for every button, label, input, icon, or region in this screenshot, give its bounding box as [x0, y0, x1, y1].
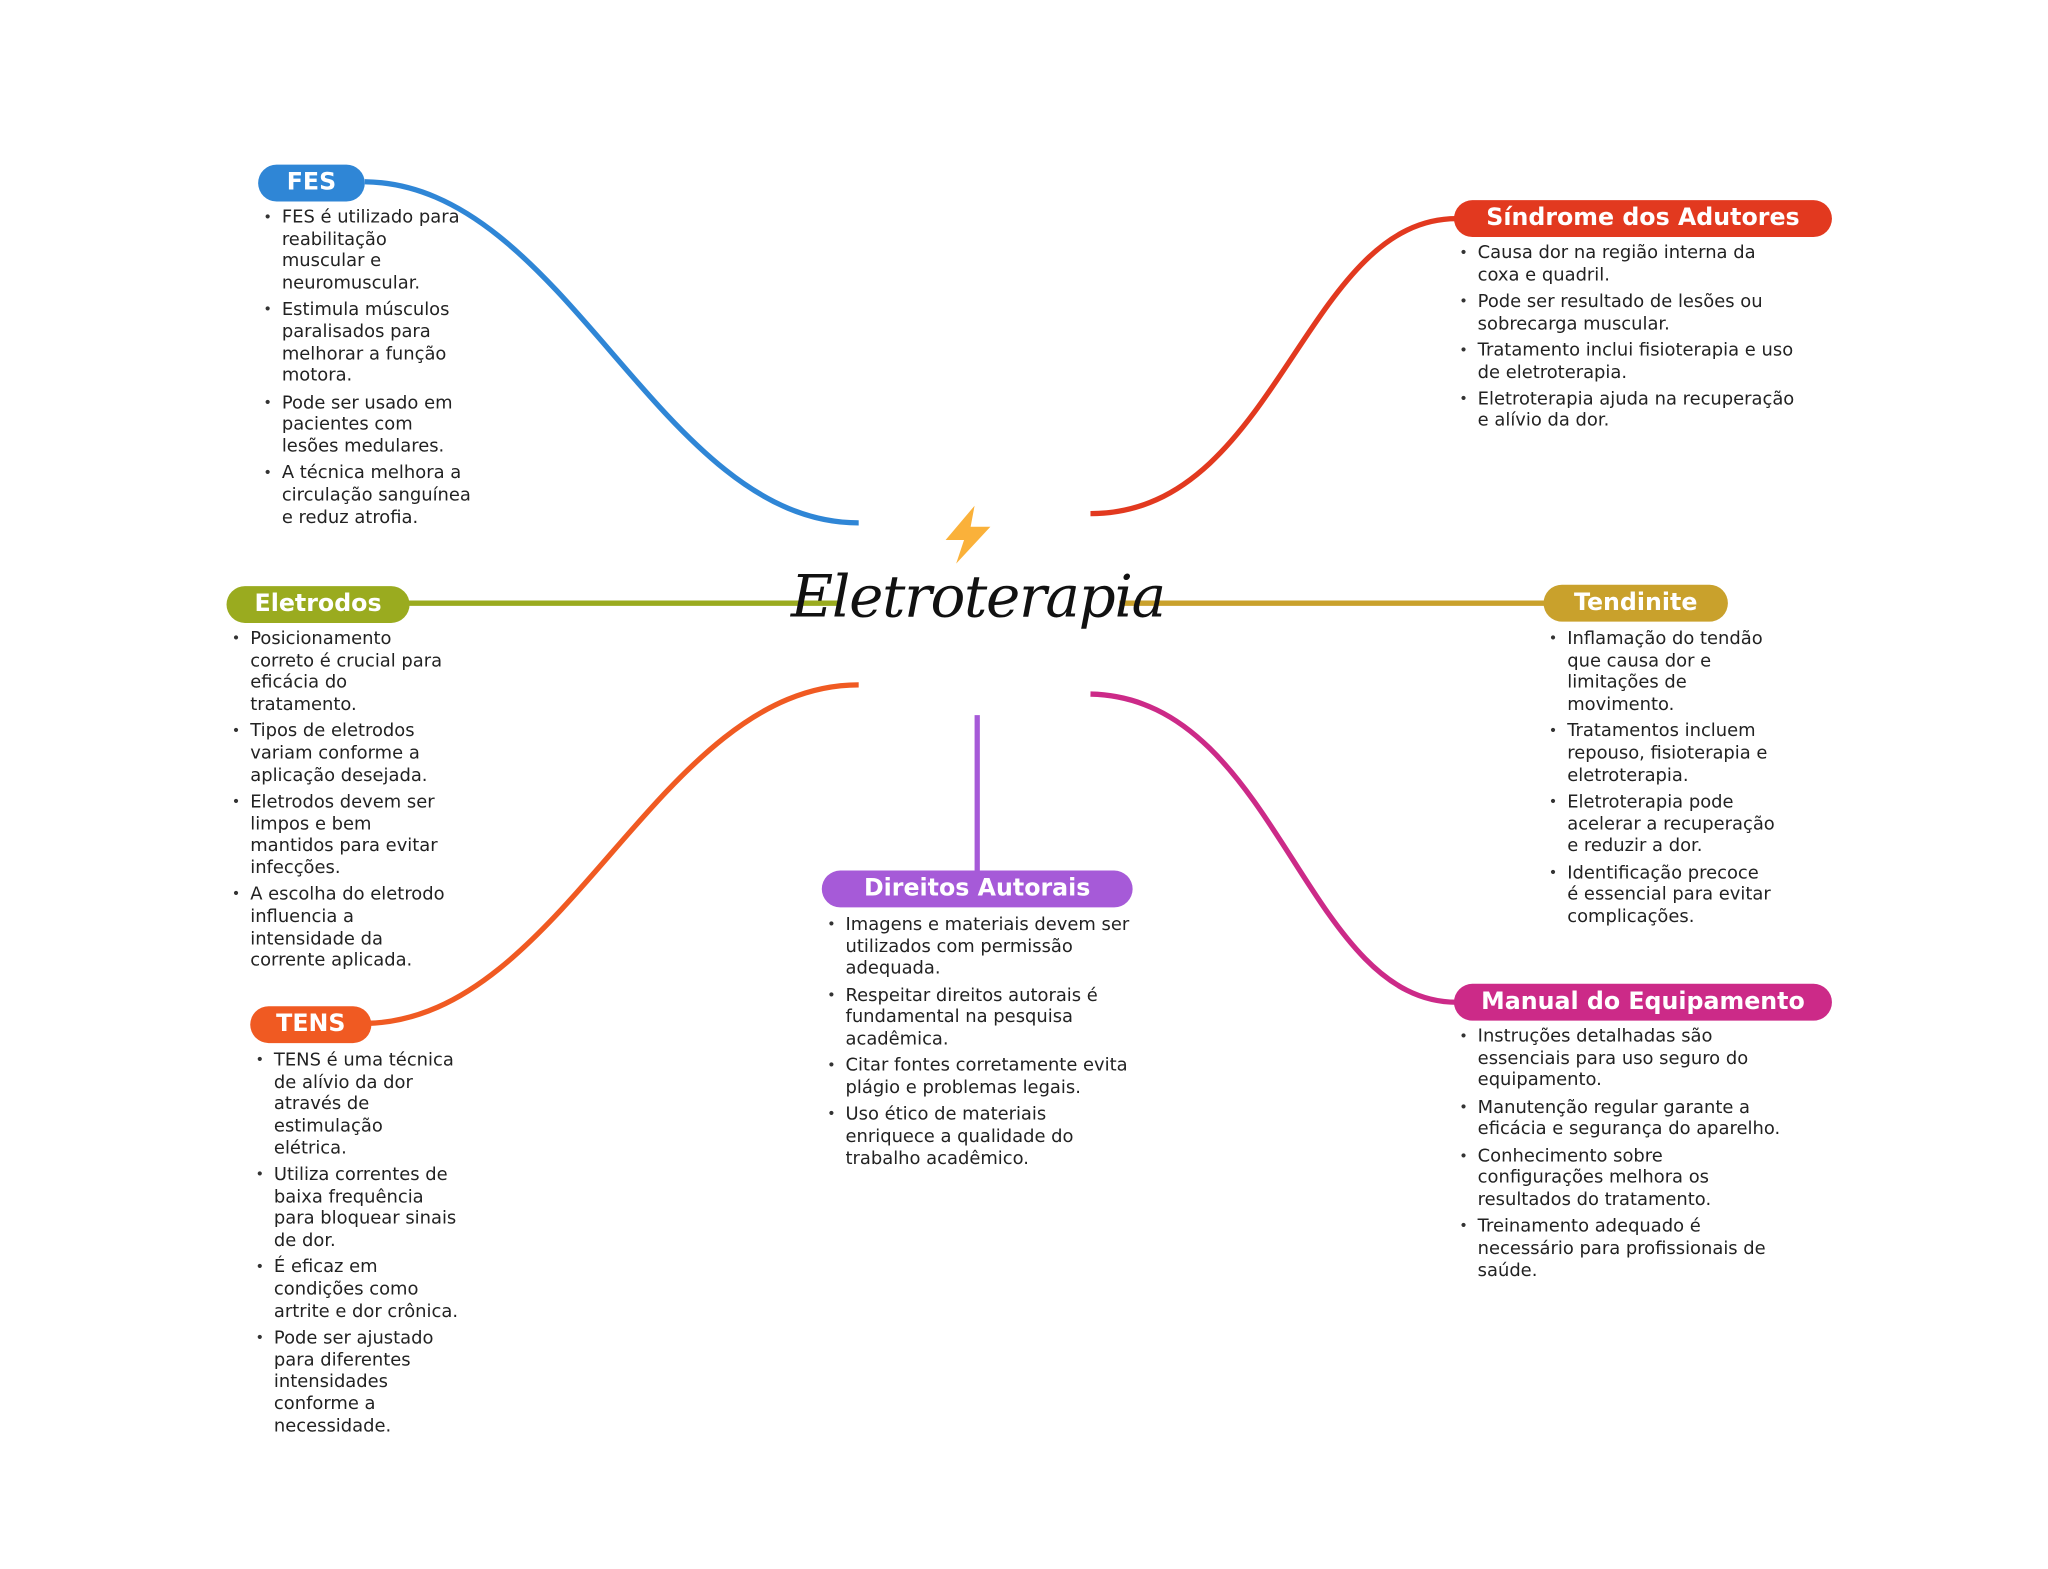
note-item: Citar fontes corretamente evita plágio e… [827, 1055, 1133, 1099]
connector-sindrome [1090, 215, 1457, 517]
note-item: Pode ser usado em pacientes com lesões m… [263, 392, 474, 458]
notes-eletrodos: Posicionamento correto é crucial para ef… [232, 628, 459, 976]
notes-tendinite: Inflamação do tendão que causa dor e lim… [1549, 628, 1776, 932]
note-item: Conhecimento sobre configurações melhora… [1459, 1145, 1791, 1211]
note-item: Identificação precoce é essencial para e… [1549, 862, 1776, 928]
note-item: TENS é uma técnica de alívio da dor atra… [255, 1050, 459, 1160]
note-item: Uso ético de materiais enriquece a quali… [827, 1104, 1133, 1170]
note-item: Posicionamento correto é crucial para ef… [232, 628, 459, 716]
note-item: É eficaz em condições como artrite e dor… [255, 1257, 459, 1323]
note-item: Eletroterapia ajuda na recuperação e alí… [1459, 388, 1799, 432]
note-item: Causa dor na região interna da coxa e qu… [1459, 242, 1799, 286]
connector-fes [364, 179, 859, 526]
connector-tens [368, 682, 859, 1026]
note-item: Utiliza correntes de baixa frequência pa… [255, 1164, 459, 1252]
note-item: Instruções detalhadas são essenciais par… [1459, 1026, 1791, 1092]
connector-manual [1090, 691, 1457, 1005]
central-topic[interactable]: Eletroterapia [790, 563, 1166, 631]
note-item: Treinamento adequado é necessário para p… [1459, 1216, 1791, 1282]
notes-fes: FES é utilizado para reabilitação muscul… [263, 207, 474, 533]
notes-tens: TENS é uma técnica de alívio da dor atra… [255, 1050, 459, 1442]
topic-fes[interactable]: FES [258, 164, 365, 202]
note-item: Manutenção regular garante a eficácia e … [1459, 1097, 1791, 1141]
note-item: Imagens e materiais devem ser utilizados… [827, 914, 1133, 980]
note-item: Pode ser resultado de lesões ou sobrecar… [1459, 291, 1799, 335]
note-item: Respeitar direitos autorais é fundamenta… [827, 985, 1133, 1051]
note-item: Tratamentos incluem repouso, fisioterapi… [1549, 721, 1776, 787]
note-item: Estimula músculos paralisados para melho… [263, 299, 474, 387]
note-item: Pode ser ajustado para diferentes intens… [255, 1327, 459, 1437]
lightning-bolt-icon [945, 505, 991, 564]
notes-sindrome: Causa dor na região interna da coxa e qu… [1459, 242, 1799, 436]
topic-tens[interactable]: TENS [250, 1006, 372, 1044]
note-item: Tipos de eletrodos variam conforme a apl… [232, 721, 459, 787]
note-item: FES é utilizado para reabilitação muscul… [263, 207, 474, 295]
note-item: Tratamento inclui fisioterapia e uso de … [1459, 340, 1799, 384]
topic-manual[interactable]: Manual do Equipamento [1453, 983, 1832, 1021]
notes-manual: Instruções detalhadas são essenciais par… [1459, 1026, 1791, 1286]
topic-tendinite[interactable]: Tendinite [1543, 584, 1728, 622]
notes-direitos: Imagens e materiais devem ser utilizados… [827, 914, 1133, 1174]
note-item: Eletroterapia pode acelerar a recuperaçã… [1549, 791, 1776, 857]
topic-direitos[interactable]: Direitos Autorais [821, 870, 1133, 908]
note-item: Eletrodos devem ser limpos e bem mantido… [232, 791, 459, 879]
topic-sindrome[interactable]: Síndrome dos Adutores [1453, 200, 1832, 238]
topic-eletrodos[interactable]: Eletrodos [226, 586, 410, 623]
note-item: A técnica melhora a circulação sanguínea… [263, 463, 474, 529]
note-item: A escolha do eletrodo influencia a inten… [232, 884, 459, 972]
note-item: Inflamação do tendão que causa dor e lim… [1549, 628, 1776, 716]
